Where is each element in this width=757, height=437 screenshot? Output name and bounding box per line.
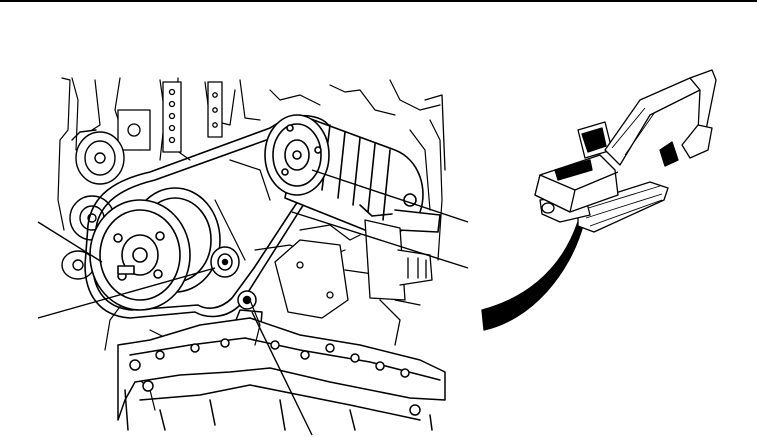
leader-3 [251, 311, 313, 436]
engine-block-outline [57, 77, 443, 411]
right-bracket [274, 94, 446, 346]
upper-left-pulley [71, 129, 125, 185]
leader-lines [37, 169, 469, 436]
leader-4 [311, 169, 469, 223]
alternator-icon [264, 114, 441, 235]
excavator-icon [481, 69, 717, 331]
oil-pan [117, 299, 446, 431]
locator-pointer [481, 221, 585, 331]
leader-2 [37, 267, 216, 319]
engine-illustration [57, 77, 446, 431]
idler-pulley-icon [210, 246, 240, 278]
bracket-rails [117, 81, 223, 153]
leader-1 [37, 221, 103, 263]
leader-5 [291, 211, 469, 269]
